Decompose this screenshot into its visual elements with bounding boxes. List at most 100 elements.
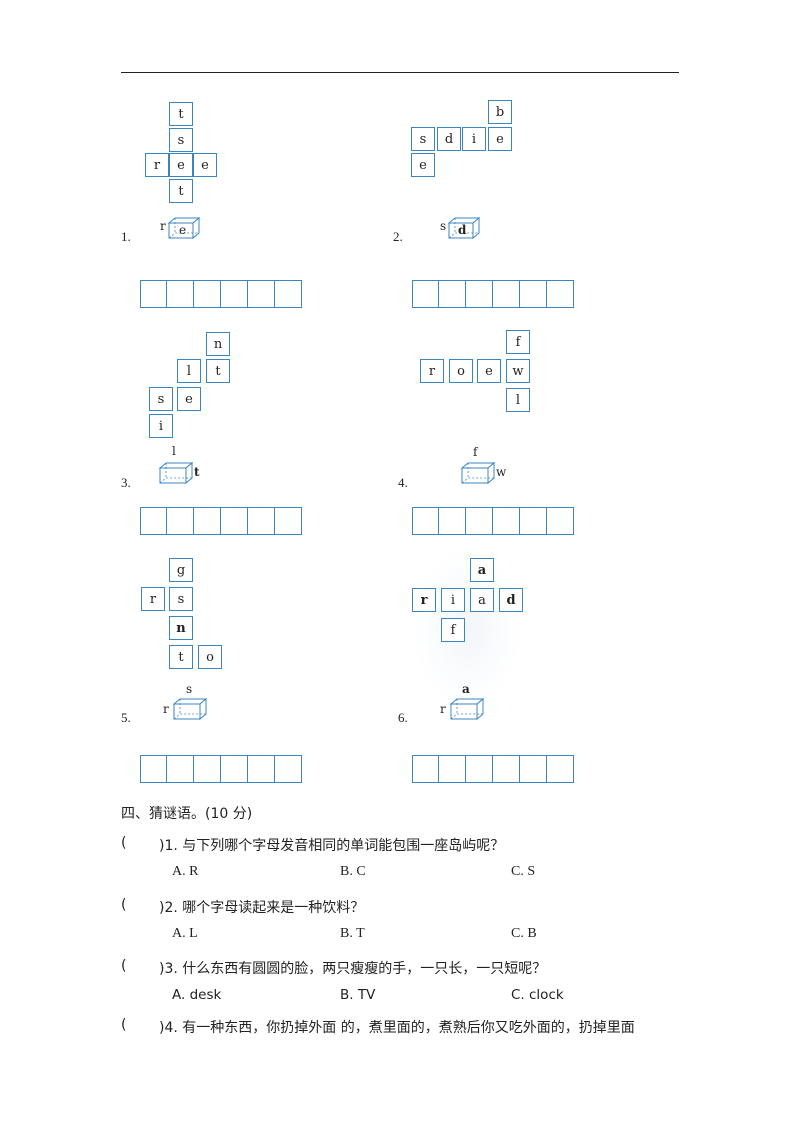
- answer-box[interactable]: [547, 507, 574, 535]
- answer-box[interactable]: [547, 755, 574, 783]
- option-a: A. desk: [172, 987, 222, 1003]
- answer-box[interactable]: [466, 280, 493, 308]
- grid-cell: b: [488, 100, 512, 124]
- answer-paren[interactable]: (: [121, 1017, 127, 1033]
- cube-icon: [167, 216, 201, 240]
- puzzle-4-number: 4.: [398, 475, 408, 490]
- grid-cell: o: [449, 359, 473, 383]
- grid-cell: i: [441, 588, 465, 612]
- question-text: )4. 有一种东西，你扔掉外面 的，煮里面的，煮熟后你又吃外面的，扔掉里面: [159, 1020, 635, 1036]
- cube-left-label: s: [440, 219, 447, 233]
- grid-cell: e: [177, 387, 201, 411]
- puzzle-1-cube-hint: r e: [160, 212, 210, 252]
- option-c: C. B: [511, 926, 537, 941]
- grid-cell: o: [198, 645, 222, 669]
- grid-cell: t: [169, 102, 193, 126]
- answer-box[interactable]: [140, 507, 167, 535]
- section-title: 四、猜谜语。(10 分): [121, 806, 253, 822]
- answer-paren[interactable]: (: [121, 835, 127, 851]
- answer-box[interactable]: [439, 507, 466, 535]
- top-rule: [121, 72, 679, 73]
- grid-cell: n: [169, 616, 193, 640]
- answer-box[interactable]: [248, 755, 275, 783]
- answer-box[interactable]: [412, 507, 439, 535]
- question-text: )2. 哪个字母读起来是一种饮料？: [159, 900, 365, 916]
- answer-box[interactable]: [493, 280, 520, 308]
- answer-box[interactable]: [466, 507, 493, 535]
- grid-cell: g: [169, 558, 193, 582]
- cube-top-label: a: [462, 682, 470, 696]
- answer-box[interactable]: [439, 755, 466, 783]
- answer-box[interactable]: [221, 507, 248, 535]
- answer-paren[interactable]: (: [121, 958, 127, 974]
- cube-top-label: f: [473, 445, 478, 459]
- question-text: )3. 什么东西有圆圆的脸，两只瘦瘦的手，一只长，一只短呢？: [159, 961, 547, 977]
- grid-cell: e: [411, 153, 435, 177]
- answer-box[interactable]: [194, 755, 221, 783]
- answer-box[interactable]: [412, 755, 439, 783]
- puzzle-1-answer-boxes: [140, 280, 302, 308]
- answer-box[interactable]: [493, 755, 520, 783]
- answer-box[interactable]: [167, 280, 194, 308]
- grid-cell: t: [206, 359, 230, 383]
- grid-cell: e: [488, 127, 512, 151]
- grid-cell: s: [169, 587, 193, 611]
- puzzle-5-number: 5.: [121, 710, 131, 725]
- option-c: C. S: [511, 864, 536, 879]
- answer-box[interactable]: [520, 507, 547, 535]
- option-b: B. C: [340, 864, 366, 879]
- answer-box[interactable]: [275, 280, 302, 308]
- cube-left-label: r: [160, 219, 166, 233]
- answer-box[interactable]: [520, 755, 547, 783]
- puzzle-3-number: 3.: [121, 475, 131, 490]
- answer-box[interactable]: [167, 755, 194, 783]
- answer-box[interactable]: [275, 755, 302, 783]
- answer-box[interactable]: [194, 507, 221, 535]
- puzzle-4-cube-hint: f w: [460, 446, 510, 486]
- puzzle-2-cube-hint: s d: [440, 212, 490, 252]
- cube-icon: [447, 216, 481, 240]
- background-watermark: [412, 548, 522, 708]
- grid-cell: t: [169, 179, 193, 203]
- puzzle-6-number: 6.: [398, 710, 408, 725]
- option-b: B. T: [340, 926, 365, 941]
- puzzle-5-answer-boxes: [140, 755, 302, 783]
- question-text: )1. 与下列哪个字母发音相同的单词能包围一座岛屿呢？: [159, 838, 505, 854]
- answer-box[interactable]: [221, 280, 248, 308]
- answer-box[interactable]: [140, 755, 167, 783]
- answer-box[interactable]: [194, 280, 221, 308]
- puzzle-3-cube-hint: l t: [158, 445, 208, 485]
- answer-paren[interactable]: (: [121, 897, 127, 913]
- puzzle-1-number: 1.: [121, 229, 131, 244]
- grid-cell: l: [177, 359, 201, 383]
- cube-top-label: s: [186, 682, 193, 696]
- answer-box[interactable]: [248, 507, 275, 535]
- answer-box[interactable]: [439, 280, 466, 308]
- answer-box[interactable]: [412, 280, 439, 308]
- answer-box[interactable]: [547, 280, 574, 308]
- grid-cell: a: [470, 588, 494, 612]
- grid-cell: d: [437, 127, 461, 151]
- answer-box[interactable]: [140, 280, 167, 308]
- grid-cell: f: [441, 618, 465, 642]
- grid-cell: r: [145, 153, 169, 177]
- cube-icon: [449, 697, 485, 721]
- answer-box[interactable]: [466, 755, 493, 783]
- grid-cell: n: [206, 332, 230, 356]
- cube-right-label: w: [496, 465, 507, 479]
- puzzle-5-cube-hint: s r: [163, 683, 213, 723]
- grid-cell: l: [506, 388, 530, 412]
- cube-icon: [460, 461, 496, 485]
- answer-box[interactable]: [167, 507, 194, 535]
- cube-icon: [172, 697, 208, 721]
- puzzle-6-cube-hint: a r: [440, 683, 490, 723]
- option-c: C. clock: [511, 987, 564, 1003]
- answer-box[interactable]: [275, 507, 302, 535]
- answer-box[interactable]: [248, 280, 275, 308]
- puzzle-2-answer-boxes: [412, 280, 574, 308]
- answer-box[interactable]: [493, 507, 520, 535]
- answer-box[interactable]: [221, 755, 248, 783]
- grid-cell: r: [141, 587, 165, 611]
- answer-box[interactable]: [520, 280, 547, 308]
- cube-front-label: e: [179, 223, 187, 237]
